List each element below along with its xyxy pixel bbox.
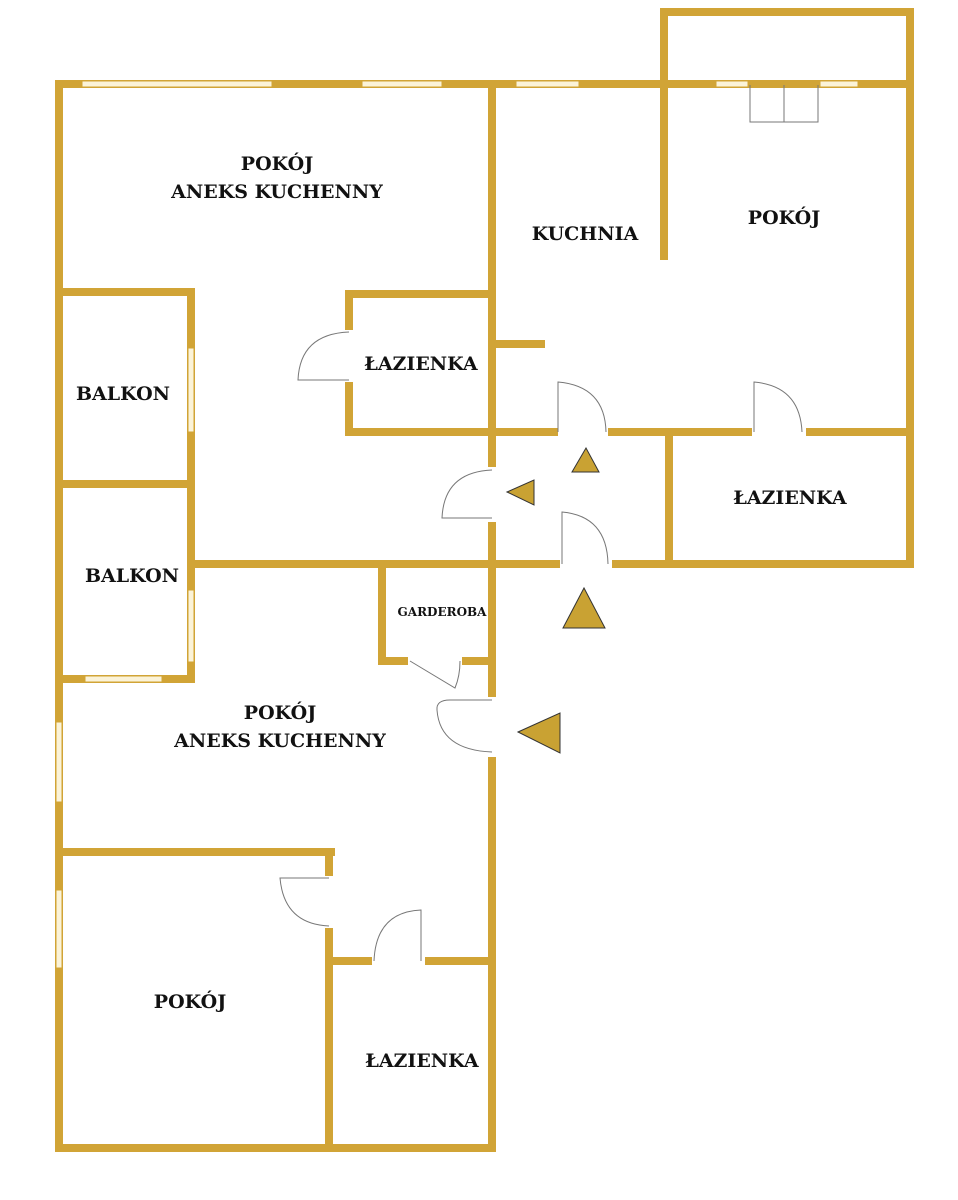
room-label-lower-living: POKÓJ xyxy=(244,701,316,724)
room-labels: POKÓJ ANEKS KUCHENNY ŁAZIENKA BALKON BAL… xyxy=(76,152,847,1072)
door-icon xyxy=(557,381,607,433)
room-label-lower-bathroom: ŁAZIENKA xyxy=(365,1050,479,1072)
door-icon xyxy=(279,877,330,927)
doors xyxy=(279,85,819,962)
window-icon xyxy=(819,80,859,88)
room-label-upper-living: POKÓJ xyxy=(241,152,313,175)
room-label-right-room: POKÓJ xyxy=(748,206,820,229)
room-label-lower-room: POKÓJ xyxy=(154,990,226,1013)
room-label-kitchen: KUCHNIA xyxy=(532,223,639,245)
door-icon xyxy=(749,85,819,123)
door-icon xyxy=(441,469,493,519)
window-icon xyxy=(81,80,273,88)
room-label-balcony-2: BALKON xyxy=(85,565,179,587)
entrance-arrows xyxy=(505,446,606,754)
entrance-arrow-icon xyxy=(562,586,606,629)
door-icon xyxy=(373,909,422,962)
door-icon xyxy=(409,660,461,689)
entrance-arrow-icon xyxy=(516,712,561,754)
room-label-wardrobe: GARDEROBA xyxy=(398,605,488,619)
door-icon xyxy=(561,511,609,565)
window-icon xyxy=(55,721,63,803)
window-icon xyxy=(715,80,749,88)
door-icon xyxy=(436,699,493,753)
window-icon xyxy=(187,589,195,663)
window-icon xyxy=(84,675,163,683)
room-label-lower-living-kitchenette: ANEKS KUCHENNY xyxy=(173,730,386,752)
room-label-right-bathroom: ŁAZIENKA xyxy=(733,487,847,509)
window-icon xyxy=(55,889,63,969)
walls xyxy=(55,8,914,1152)
door-icon xyxy=(297,331,350,381)
window-icon xyxy=(187,347,195,433)
room-label-upper-bathroom: ŁAZIENKA xyxy=(364,353,478,375)
window-icon xyxy=(515,80,580,88)
room-label-balcony-1: BALKON xyxy=(76,383,170,405)
window-icon xyxy=(361,80,443,88)
entrance-arrow-icon xyxy=(505,479,535,506)
door-icon xyxy=(753,381,803,433)
windows xyxy=(55,80,859,969)
room-label-upper-living-kitchenette: ANEKS KUCHENNY xyxy=(170,181,383,203)
entrance-arrow-icon xyxy=(571,446,600,473)
